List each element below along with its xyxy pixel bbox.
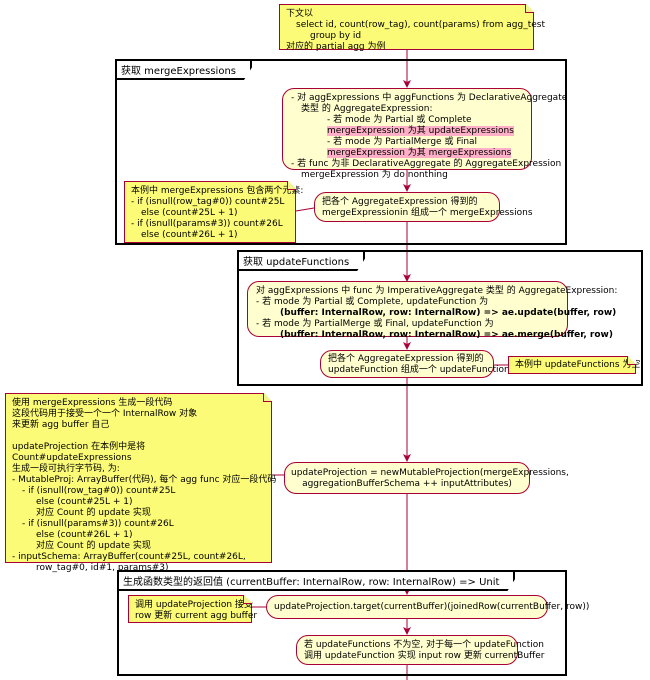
activity-line: mergeExpression 为 do nonthing: [301, 170, 448, 180]
merge-collect-activity: 把各个 AggregateExpression 得到的 mergeExpress…: [314, 192, 533, 222]
note-line: else (count#25L + 1): [141, 208, 238, 218]
activity-line: updateProjection.target(currentBuffer)(j…: [274, 602, 590, 612]
update-function-activity: 对 aggExpressions 中 func 为 ImperativeAggr…: [247, 281, 618, 340]
note-line: 对应 Count 的 update 实现: [36, 508, 151, 518]
activity-line: 对 aggExpressions 中 func 为 ImperativeAggr…: [256, 286, 618, 296]
partition-title: 获取 updateFunctions: [237, 250, 365, 271]
activity-line: - 若 mode 为 PartialMerge 或 Final, updateF…: [256, 319, 494, 329]
activity-line: updateProjection = newMutableProjection(…: [291, 468, 569, 478]
intro-note-line: group by id: [310, 31, 362, 41]
activity-line: mergeExpression 为其 mergeExpressions: [291, 148, 523, 159]
note-line: 本例中 mergeExpressions 包含两个元素:: [131, 186, 304, 196]
note-line: 这段代码用于接受一个一个 InternalRow 对象: [12, 409, 198, 419]
note-line: - if (isnull(params#3)) count#26L: [22, 519, 174, 529]
activity-line: (buffer: InternalRow, row: InternalRow) …: [280, 308, 617, 318]
note-line: - if (isnull(params#3)) count#26L: [131, 219, 283, 229]
activity-line: - 若 mode 为 Partial 或 Complete, updateFun…: [256, 297, 489, 307]
activity-line: (buffer: InternalRow, row: InternalRow) …: [280, 330, 613, 340]
merge-expression-activity: - 对 aggExpressions 中 aggFunctions 为 Decl…: [282, 88, 568, 180]
note-line: 调用 updateProjection 接受: [135, 600, 253, 610]
note-line: - if (isnull(row_tag#0)) count#25L: [22, 486, 176, 496]
note-line: 生成一段可执行字节码, 为:: [12, 464, 120, 474]
note-line: else (count#26L + 1): [36, 530, 133, 540]
activity-line: aggregationBufferSchema ++ inputAttribut…: [302, 479, 512, 489]
activity-line: - 若 mode 为 Partial 或 Complete: [327, 115, 472, 125]
note-line: updateProjection 在本例中是将: [12, 442, 146, 452]
note-line: 对应 Count 的 update 实现: [36, 541, 151, 551]
partition-title: 生成函数类型的返回值 (currentBuffer: InternalRow, …: [117, 570, 515, 591]
partition-title: 获取 mergeExpressions: [115, 59, 252, 80]
update-projection-activity: updateProjection = newMutableProjection(…: [284, 462, 569, 494]
activity-line: - 对 aggExpressions 中 aggFunctions 为 Decl…: [291, 93, 568, 103]
activity-line: 把各个 AggregateExpression 得到的: [328, 354, 484, 364]
update-functions-empty-note: 本例中 updateFunctions 为空: [508, 356, 641, 374]
partition-return-function: 生成函数类型的返回值 (currentBuffer: InternalRow, …: [117, 570, 567, 676]
activity-line: 类型 的 AggregateExpression:: [301, 104, 433, 114]
note-line: - inputSchema: ArrayBuffer(count#25L, co…: [12, 552, 246, 562]
note-line: [12, 431, 265, 442]
highlight-merge-expressions: mergeExpression 为其 mergeExpressions: [327, 148, 512, 158]
note-line: else (count#25L + 1): [36, 497, 133, 507]
intro-note-line: 对应的 partial agg 为例: [286, 42, 386, 52]
note-line: - if (isnull(row_tag#0)) count#25L: [131, 197, 285, 207]
target-call-note: 调用 updateProjection 接受 row 更新 current ag…: [128, 595, 258, 623]
partition-update-functions: 获取 updateFunctions: [237, 250, 643, 386]
activity-line: - 若 func 为非 DeclarativeAggregate 的 Aggre…: [291, 159, 562, 169]
note-line: - MutableProj: ArrayBuffer(代码), 每个 agg f…: [12, 475, 277, 485]
activity-line: 把各个 AggregateExpression 得到的: [322, 197, 478, 207]
highlight-update-expressions: mergeExpression 为其 updateExpressions: [327, 126, 514, 136]
final-update-activity: 若 updateFunctions 不为空, 对于每一个 updateFunct…: [296, 635, 545, 665]
target-activity: updateProjection.target(currentBuffer)(j…: [266, 595, 590, 619]
intro-note-line: 下文以: [286, 9, 314, 19]
activity-line: updateFunction 组成一个 updateFunctions: [328, 365, 515, 375]
update-collect-activity: 把各个 AggregateExpression 得到的 updateFuncti…: [320, 350, 515, 378]
note-line: Count#updateExpressions: [12, 453, 132, 463]
update-projection-note: 使用 mergeExpressions 生成一段代码 这段代码用于接受一个一个 …: [5, 393, 277, 573]
note-line: else (count#26L + 1): [141, 230, 238, 240]
note-line: row_tag#0, id#1, params#3): [36, 563, 169, 573]
activity-line: - 若 mode 为 PartialMerge 或 Final: [327, 137, 478, 147]
intro-note: 下文以 select id, count(row_tag), count(par…: [279, 4, 546, 52]
note-line: 本例中 updateFunctions 为空: [515, 360, 641, 370]
activity-line: 调用 updateFunction 实现 input row 更新 curren…: [304, 651, 545, 661]
intro-note-line: select id, count(row_tag), count(params)…: [296, 20, 546, 30]
partition-merge-expressions: 获取 mergeExpressions: [115, 59, 567, 245]
merge-expressions-example-note: 本例中 mergeExpressions 包含两个元素: - if (isnul…: [124, 181, 304, 243]
note-line: 使用 mergeExpressions 生成一段代码: [12, 398, 173, 408]
merge-note-connector: [295, 207, 315, 212]
activity-line: mergeExpressionin 组成一个 mergeExpressions: [322, 208, 533, 218]
activity-line: mergeExpression 为其 updateExpressions: [291, 126, 523, 137]
activity-line: 若 updateFunctions 不为空, 对于每一个 updateFunct…: [304, 640, 544, 650]
note-line: 来更新 agg buffer 自己: [12, 420, 110, 430]
note-line: row 更新 current agg buffer: [135, 611, 258, 621]
